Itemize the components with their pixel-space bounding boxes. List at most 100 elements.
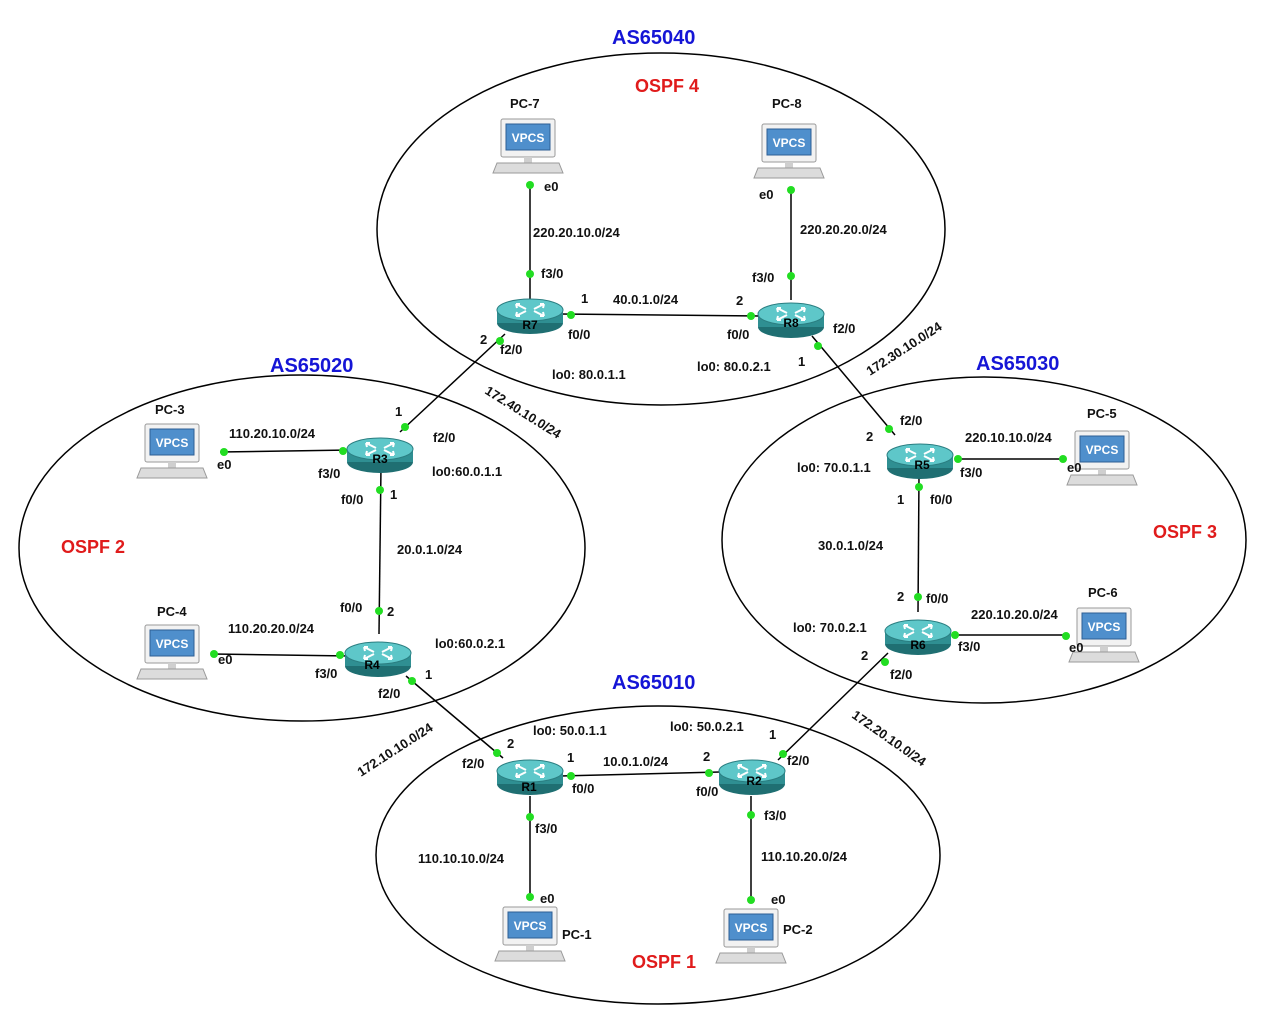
port-label: e0 [544,179,558,194]
port-label: f3/0 [535,821,557,836]
pc-6[interactable]: VPCS [1068,607,1140,663]
port-id: 2 [703,749,710,764]
port-dot [747,896,755,904]
pc-label: PC-5 [1087,406,1117,421]
router-r8[interactable]: R8 [757,302,825,339]
subnet-label: 220.20.20.0/24 [800,222,888,237]
port-label: f2/0 [433,430,455,445]
area-as65040-boundary [376,52,946,406]
router-r1[interactable]: R1 [496,759,564,796]
pc-2[interactable]: VPCS [715,908,787,964]
links [212,185,1066,902]
subnet-label: 10.0.1.0/24 [603,754,669,769]
router-name: R3 [372,452,388,466]
port-dots [210,181,1070,904]
router-name: R5 [914,458,930,472]
port-label: e0 [218,652,232,667]
pc-5[interactable]: VPCS [1066,430,1138,486]
area-as65010-boundary [375,705,941,1005]
link-r4-r1[interactable] [405,675,504,759]
subnet-label: 110.20.10.0/24 [229,426,316,441]
port-dot [787,186,795,194]
vpcs-badge: VPCS [512,131,545,145]
port-dot [1062,632,1070,640]
port-dot [339,447,347,455]
link-r8-r5[interactable] [811,335,896,436]
port-id: 2 [897,589,904,604]
port-label: f0/0 [572,781,594,796]
router-r6[interactable]: R6 [884,619,952,656]
router-name: R6 [910,638,926,652]
router-name: R4 [364,658,380,672]
link-r7-r3[interactable] [399,333,506,433]
router-name: R8 [783,316,799,330]
port-dot [220,448,228,456]
port-id: 2 [861,648,868,663]
port-id: 1 [581,291,588,306]
router-r5[interactable]: R5 [886,443,954,480]
port-id: 1 [567,750,574,765]
port-dot [747,312,755,320]
loopback-label: lo0:60.0.1.1 [432,464,502,479]
pc-7[interactable]: VPCS [492,118,564,174]
subnet-label: 172.30.10.0/24 [863,318,945,378]
port-label: e0 [1067,460,1081,475]
port-id: 2 [480,332,487,347]
link-r4-pc4[interactable] [212,653,351,657]
pc-4[interactable]: VPCS [136,624,208,680]
port-dot [210,650,218,658]
link-r7-r8[interactable] [559,313,761,317]
pc-label: PC-7 [510,96,540,111]
area-as65030-boundary [721,376,1247,704]
ospf-label: OSPF 1 [632,952,696,972]
subnet-label: 110.20.20.0/24 [228,621,315,636]
pc-label: PC-6 [1088,585,1118,600]
link-r6-r2[interactable] [777,652,889,761]
subnet-label: 30.0.1.0/24 [818,538,884,553]
port-dot [496,337,504,345]
as-label: AS65030 [976,353,1059,375]
router-r3[interactable]: R3 [346,437,414,474]
port-dot [747,811,755,819]
pc-8[interactable]: VPCS [753,123,825,179]
vpcs-badge: VPCS [156,436,189,450]
port-label: f3/0 [764,808,786,823]
port-label: f0/0 [727,327,749,342]
port-dot [408,677,416,685]
pc-3[interactable]: VPCS [136,423,208,479]
as-label: AS65010 [612,672,695,694]
router-r2[interactable]: R2 [718,759,786,796]
port-dot [787,272,795,280]
port-label: f2/0 [833,321,855,336]
ospf-label: OSPF 3 [1153,522,1217,542]
port-label: e0 [540,891,554,906]
link-r3-r4[interactable] [378,465,382,635]
port-dot [954,455,962,463]
link-r5-r6[interactable] [917,474,920,613]
vpcs-badge: VPCS [773,136,806,150]
vpcs-badge: VPCS [156,637,189,651]
subnet-label: 220.20.10.0/24 [533,225,621,240]
port-label: f2/0 [378,686,400,701]
port-label: f2/0 [462,756,484,771]
pc-1[interactable]: VPCS [494,906,566,962]
port-id: 2 [387,604,394,619]
port-label: e0 [771,892,785,907]
router-r7[interactable]: R7 [496,298,564,335]
as-label: AS65040 [612,27,695,49]
port-id: 1 [395,404,402,419]
port-dot [814,342,822,350]
port-dot [915,483,923,491]
link-r3-pc3[interactable] [219,449,351,453]
port-id: 1 [769,727,776,742]
subnet-label: 110.10.10.0/24 [418,851,505,866]
port-dot [401,423,409,431]
vpcs-badge: VPCS [1086,443,1119,457]
link-r1-r2[interactable] [559,771,721,777]
pc-label: PC-4 [157,604,187,619]
subnet-label: 172.20.10.0/24 [849,707,929,769]
port-label: f3/0 [315,666,337,681]
port-dot [567,311,575,319]
port-label: f0/0 [930,492,952,507]
router-r4[interactable]: R4 [344,641,412,678]
